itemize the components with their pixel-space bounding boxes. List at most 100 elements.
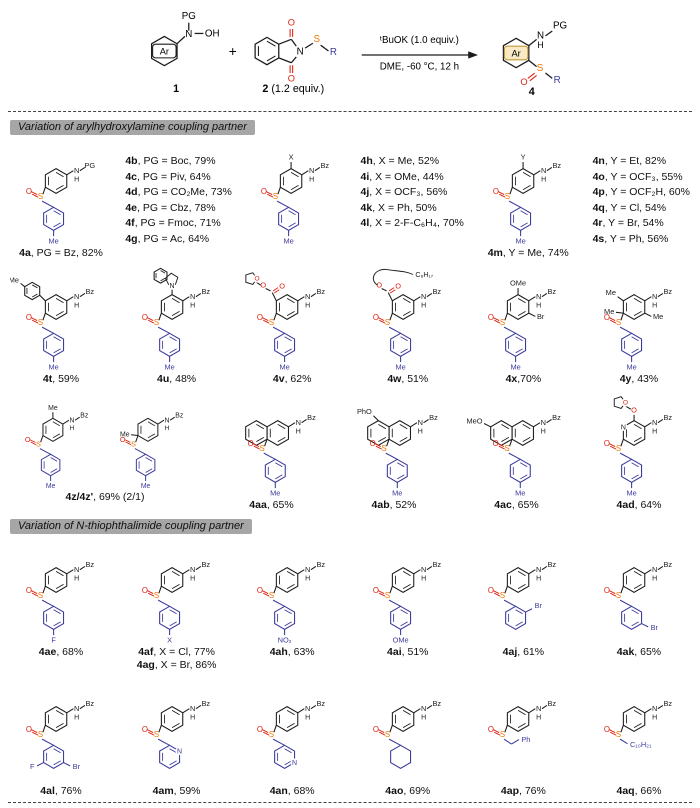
svg-text:O: O: [376, 281, 382, 290]
svg-text:Me: Me: [604, 307, 614, 316]
compound-caption: 4ak, 65%: [616, 646, 662, 658]
compound-caption: 4ah, 63%: [269, 646, 315, 658]
svg-text:Me: Me: [280, 363, 290, 372]
svg-text:Bz: Bz: [85, 560, 94, 569]
svg-text:S: S: [259, 444, 264, 453]
svg-text:Bz: Bz: [429, 413, 438, 422]
svg-text:O: O: [623, 400, 628, 407]
svg-text:N: N: [295, 418, 300, 427]
svg-text:S: S: [505, 192, 510, 201]
yield-entry: 4f, PG = Fmoc, 71%: [125, 217, 221, 229]
svg-text:Me: Me: [395, 363, 405, 372]
product-sulfoxide: Ar N H PG S O R 4: [502, 21, 567, 98]
svg-text:O: O: [25, 435, 31, 444]
dashed-divider-bottom: [8, 802, 692, 803]
svg-text:S: S: [131, 440, 136, 449]
svg-text:H: H: [536, 714, 541, 721]
svg-text:N: N: [421, 704, 426, 713]
svg-text:Bz: Bz: [432, 699, 441, 708]
svg-text:Bz: Bz: [663, 413, 672, 422]
svg-text:N: N: [190, 704, 195, 713]
svg-text:Ar: Ar: [160, 46, 169, 56]
svg-text:O: O: [120, 435, 126, 444]
compound-caption: 4al, 76%: [40, 785, 82, 797]
svg-text:S: S: [382, 444, 387, 453]
svg-text:N: N: [536, 704, 541, 713]
svg-text:H: H: [652, 302, 657, 309]
svg-text:Me: Me: [515, 489, 525, 498]
svg-text:S: S: [36, 440, 41, 449]
section-2-title: Variation of N-thiophthalimide coupling …: [18, 520, 244, 532]
svg-text:N: N: [305, 292, 310, 301]
compound-caption: 4x,70%: [505, 373, 542, 385]
svg-text:S: S: [269, 591, 274, 600]
svg-text:Bz: Bz: [548, 287, 557, 296]
svg-text:O: O: [395, 281, 401, 290]
compound-caption: 4aq, 66%: [616, 785, 662, 797]
svg-text:N: N: [177, 749, 182, 756]
svg-text:N: N: [74, 166, 79, 175]
svg-text:Bz: Bz: [317, 699, 326, 708]
svg-text:Bz: Bz: [321, 161, 330, 170]
svg-text:H: H: [70, 425, 75, 432]
svg-text:O: O: [247, 439, 253, 448]
svg-text:Me: Me: [164, 363, 174, 372]
compound-caption: 4ap, 76%: [500, 785, 546, 797]
svg-text:O: O: [493, 187, 499, 196]
compound-caption: 4ac, 65%: [494, 499, 539, 511]
svg-text:O: O: [141, 313, 147, 322]
section-1-header: Variation of arylhydroxylamine coupling …: [10, 120, 255, 135]
svg-text:S: S: [153, 730, 158, 739]
svg-text:H: H: [74, 714, 79, 721]
svg-text:N: N: [418, 418, 423, 427]
svg-text:N: N: [169, 283, 174, 290]
svg-text:H: H: [295, 428, 300, 435]
compound-caption: 4af, X = Cl, 77%: [138, 646, 215, 658]
svg-text:S: S: [314, 34, 321, 45]
svg-text:H: H: [309, 176, 314, 183]
yield-entry: 4b, PG = Boc, 79%: [125, 155, 216, 167]
svg-text:N: N: [541, 166, 546, 175]
svg-text:S: S: [616, 318, 621, 327]
svg-text:H: H: [74, 176, 79, 183]
svg-text:S: S: [500, 318, 505, 327]
svg-text:N: N: [185, 29, 192, 40]
svg-text:O: O: [373, 586, 379, 595]
compound-caption: 4m, Y = Me, 74%: [487, 247, 569, 259]
svg-text:H: H: [652, 428, 657, 435]
plus-sign: +: [229, 44, 237, 59]
svg-text:Me: Me: [516, 237, 526, 246]
svg-text:N: N: [652, 292, 657, 301]
yield-entry: 4i, X = OMe, 44%: [360, 170, 444, 183]
svg-text:N: N: [190, 292, 195, 301]
svg-text:O: O: [373, 313, 379, 322]
compound-caption: 4an, 68%: [269, 785, 315, 797]
svg-text:O: O: [26, 187, 32, 196]
svg-text:Bz: Bz: [80, 413, 89, 420]
svg-text:Bz: Bz: [85, 699, 94, 708]
